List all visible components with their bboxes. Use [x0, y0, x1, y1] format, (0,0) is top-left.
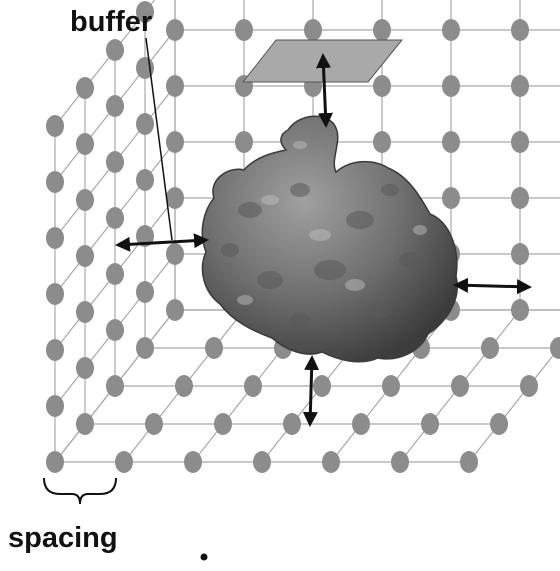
grid-point — [373, 131, 391, 153]
grid-point — [520, 375, 538, 397]
grid-point — [106, 39, 124, 61]
grid-point — [175, 375, 193, 397]
grid-point — [76, 133, 94, 155]
grid-point — [442, 131, 460, 153]
spacing-brace-icon — [43, 477, 117, 505]
dot-marker — [200, 553, 208, 561]
grid-point — [442, 187, 460, 209]
grid-point — [106, 319, 124, 341]
grid-point — [244, 375, 262, 397]
grid-point — [205, 337, 223, 359]
grid-point — [490, 413, 508, 435]
buffer-arrow-right — [453, 277, 532, 295]
grid-point — [511, 131, 529, 153]
grid-point — [46, 115, 64, 137]
grid-point — [76, 301, 94, 323]
grid-point — [235, 131, 253, 153]
grid-point — [373, 19, 391, 41]
grid-point — [421, 413, 439, 435]
grid-point — [145, 413, 163, 435]
buffer-leader-line — [145, 37, 173, 241]
grid-point — [235, 19, 253, 41]
grid-point — [76, 245, 94, 267]
grid-point — [136, 281, 154, 303]
grid-point — [76, 77, 94, 99]
grid-point — [550, 337, 560, 359]
grid-point — [136, 169, 154, 191]
grid-point — [46, 283, 64, 305]
protein-surface-icon — [201, 115, 458, 363]
grid-point — [166, 75, 184, 97]
grid-point — [115, 451, 133, 473]
grid-point — [106, 95, 124, 117]
grid-point — [460, 451, 478, 473]
grid-point — [76, 413, 94, 435]
buffer-arrow-bottom — [302, 355, 320, 427]
grid-point — [313, 375, 331, 397]
grid-point — [322, 451, 340, 473]
grid-point — [76, 189, 94, 211]
grid-point — [166, 187, 184, 209]
grid-point — [511, 299, 529, 321]
grid-point — [46, 227, 64, 249]
grid-point — [136, 113, 154, 135]
spacing-label: spacing — [8, 522, 118, 554]
buffer-label: buffer — [70, 6, 152, 38]
grid-point — [166, 243, 184, 265]
grid-point — [46, 395, 64, 417]
grid-point — [283, 413, 301, 435]
grid-point — [106, 207, 124, 229]
buffer-arrow-top — [316, 53, 333, 128]
grid-point — [166, 19, 184, 41]
grid-point — [352, 413, 370, 435]
grid-point — [136, 337, 154, 359]
grid-point — [511, 187, 529, 209]
grid-point — [46, 451, 64, 473]
grid-point — [481, 337, 499, 359]
grid-point — [451, 375, 469, 397]
grid-point — [373, 75, 391, 97]
grid-point — [184, 451, 202, 473]
grid-point — [442, 19, 460, 41]
grid-point — [46, 339, 64, 361]
grid-point — [214, 413, 232, 435]
grid-point — [166, 131, 184, 153]
grid-point — [166, 299, 184, 321]
grid-point — [511, 243, 529, 265]
grid-point — [442, 75, 460, 97]
grid-point — [136, 1, 154, 23]
grid-point — [106, 375, 124, 397]
buffer-arrow-left — [115, 233, 209, 252]
grid-point — [46, 171, 64, 193]
grid-point — [511, 19, 529, 41]
grid-point — [76, 357, 94, 379]
grid-point — [304, 19, 322, 41]
grid-point — [106, 263, 124, 285]
grid-point — [253, 451, 271, 473]
grid-point — [106, 151, 124, 173]
grid-point — [511, 75, 529, 97]
grid-point — [391, 451, 409, 473]
grid-point — [382, 375, 400, 397]
